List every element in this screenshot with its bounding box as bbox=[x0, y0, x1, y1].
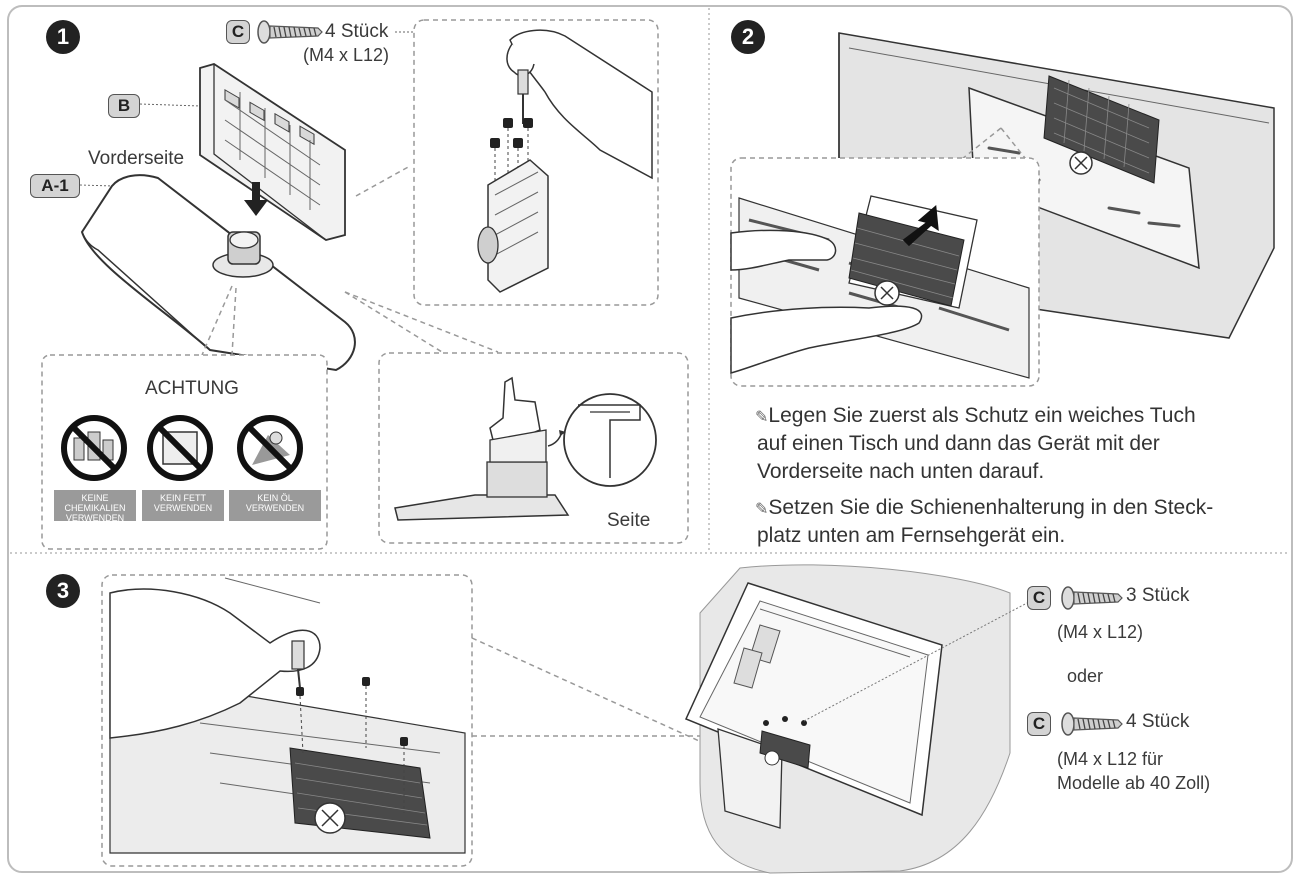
part-c-label: C bbox=[226, 20, 250, 44]
step-2-number: 2 bbox=[731, 20, 765, 54]
screw-a-spec: (M4 x L12) bbox=[1057, 622, 1144, 642]
part-c-label: C bbox=[1027, 712, 1051, 736]
no-grease-icon bbox=[147, 415, 213, 481]
or-text: oder bbox=[1067, 666, 1104, 686]
screw-fixing-illustration bbox=[101, 564, 1123, 874]
side-view-label: Seite bbox=[607, 510, 651, 531]
step-2-note-1-line-2: auf einen Tisch und dann das Gerät mit d… bbox=[757, 432, 1160, 455]
step-2-note-1-line-1: ✎Legen Sie zuerst als Schutz ein weiches… bbox=[755, 404, 1196, 427]
front-side-label: Vorderseite bbox=[88, 148, 185, 169]
step-3-number: 3 bbox=[46, 574, 80, 608]
screw-count: 4 Stück bbox=[325, 21, 389, 42]
screw-b-spec-line-2: Modelle ab 40 Zoll) bbox=[1057, 773, 1211, 793]
rail-bracket-illustration bbox=[730, 32, 1275, 387]
screw-icon bbox=[1061, 586, 1123, 610]
part-a1-label: A-1 bbox=[30, 174, 80, 198]
screw-b-count: 4 Stück bbox=[1126, 711, 1190, 732]
note-pencil-icon: ✎ bbox=[755, 501, 769, 518]
note-pencil-icon: ✎ bbox=[755, 409, 769, 426]
screw-icon bbox=[1061, 712, 1123, 736]
step-2-note-2-line-1: ✎Setzen Sie die Schienenhalterung in den… bbox=[755, 496, 1214, 519]
warning-no-grease-text: KEIN FETT VERWENDEN bbox=[142, 490, 224, 521]
stand-assembly-illustration bbox=[41, 19, 689, 550]
part-c-label: C bbox=[1027, 586, 1051, 610]
screw-spec: (M4 x L12) bbox=[303, 45, 390, 65]
screw-b-spec-line-1: (M4 x L12 für bbox=[1057, 749, 1164, 769]
screw-icon bbox=[257, 20, 323, 44]
part-b-label: B bbox=[108, 94, 140, 118]
step-2-note-2-line-2: platz unten am Fernsehgerät ein. bbox=[757, 524, 1066, 547]
step-1-number: 1 bbox=[46, 20, 80, 54]
no-oil-icon bbox=[237, 415, 303, 481]
screw-a-count: 3 Stück bbox=[1126, 585, 1190, 606]
step-2-note-1-line-3: Vorderseite nach unten darauf. bbox=[757, 460, 1045, 483]
warning-no-oil-text: KEIN ÖL VERWENDEN bbox=[229, 490, 321, 521]
warning-no-chemicals-text: KEINE CHEMIKALIEN VERWENDEN bbox=[54, 490, 136, 523]
no-chemicals-icon bbox=[61, 415, 127, 481]
warning-title: ACHTUNG bbox=[145, 378, 239, 399]
